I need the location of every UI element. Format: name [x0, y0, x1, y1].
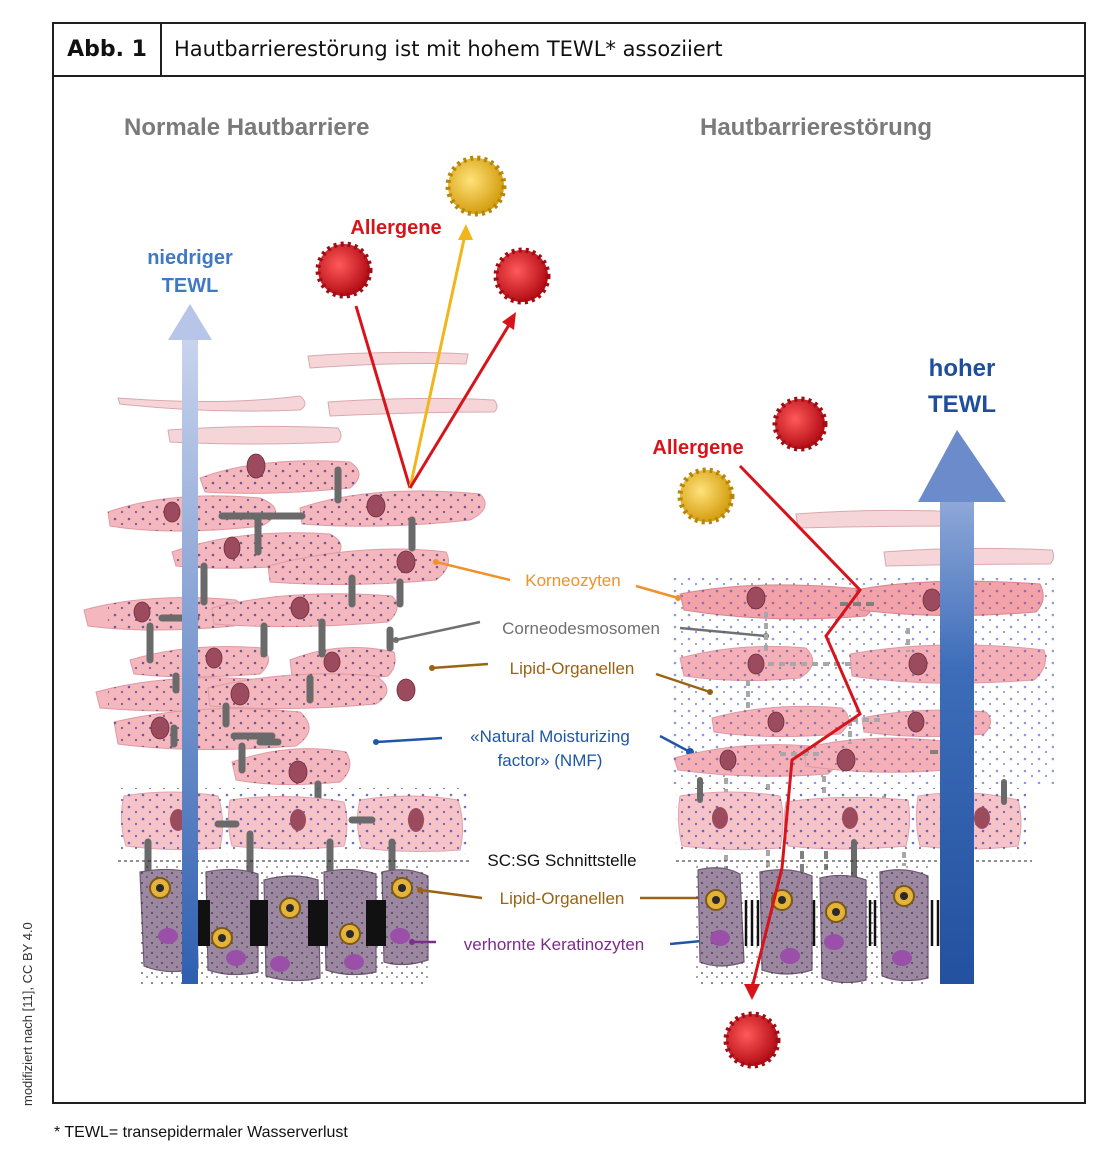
label-lipid-organellen-lower: Lipid-Organellen: [500, 889, 625, 908]
image-credit: modifiziert nach [11], CC BY 4.0: [20, 922, 35, 1106]
label-nmf-line1: «Natural Moisturizing: [470, 727, 630, 746]
high-tewl-arrow: [918, 430, 1006, 984]
pollen-yellow-icon: [677, 467, 735, 525]
pollen-red-icon: [772, 396, 828, 452]
right-panel-title: Hautbarrierestörung: [700, 114, 932, 141]
footnote: * TEWL= transepidermaler Wasserverlust: [54, 1124, 348, 1141]
pollen-red-icon: [493, 247, 551, 305]
left-panel-title: Normale Hautbarriere: [124, 114, 369, 141]
figure-frame: [52, 22, 1086, 1104]
label-korneozyten: Korneozyten: [525, 571, 620, 590]
left-allergens-label: Allergene: [350, 217, 441, 239]
low-tewl-arrow: [168, 304, 212, 984]
right-allergens-label: Allergene: [652, 437, 743, 459]
low-tewl-label-line1: niedriger: [147, 247, 233, 269]
figure-number: Abb. 1: [54, 24, 162, 75]
pollen-red-icon: [315, 241, 373, 299]
label-keratinozyten: verhornte Keratinozyten: [464, 935, 645, 954]
high-tewl-label-line2: TEWL: [928, 391, 996, 418]
label-interface: SC:SG Schnittstelle: [487, 851, 636, 870]
pollen-yellow-icon: [445, 155, 507, 217]
figure-title: Hautbarrierestörung ist mit hohem TEWL* …: [174, 37, 723, 61]
label-nmf-line2: factor» (NMF): [498, 751, 603, 770]
allergen-penetration-path: [738, 464, 862, 989]
label-corneodesmosomen: Corneodesmosomen: [502, 619, 660, 638]
pollen-red-icon: [723, 1011, 781, 1069]
high-tewl-label-line1: hoher: [929, 355, 996, 382]
left-allergen-arrows: [354, 224, 516, 489]
right-stratum-corneum: [672, 509, 1055, 986]
low-tewl-label-line2: TEWL: [162, 275, 219, 297]
label-lipid-organellen-upper: Lipid-Organellen: [510, 659, 635, 678]
